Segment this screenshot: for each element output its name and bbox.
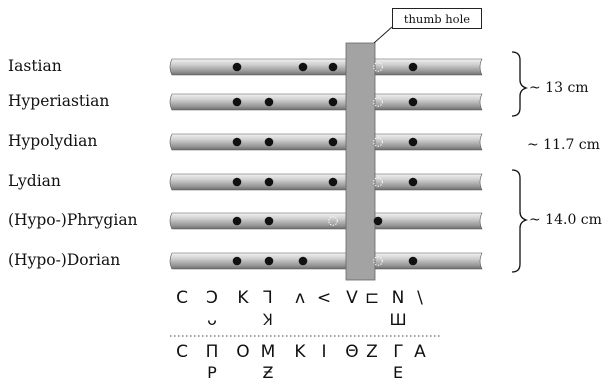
mode-label: Hyperiastian (8, 92, 110, 110)
closed-hole (408, 256, 418, 266)
pipe-2 (169, 93, 483, 111)
notation-glyph: K (294, 342, 306, 362)
closed-hole (328, 97, 338, 107)
thumb-hole-band (345, 42, 376, 281)
notation-glyph: O (236, 342, 250, 362)
notation-glyph: Z (366, 342, 378, 362)
closed-hole (232, 256, 242, 266)
closed-hole (232, 62, 242, 72)
closed-hole (264, 137, 274, 147)
pipe-1 (169, 58, 483, 76)
mode-label: (Hypo-)Phrygian (8, 211, 138, 229)
mode-label: Iastian (8, 57, 62, 75)
closed-hole (408, 62, 418, 72)
closed-hole (232, 216, 242, 226)
notation-glyph: ᴗ (207, 310, 217, 329)
notation-glyph: P (207, 363, 217, 382)
thumb-hole-label: thumb hole (392, 8, 482, 29)
open-hole (373, 62, 383, 72)
notation-glyph: \ (417, 288, 423, 308)
mode-label: Lydian (8, 172, 61, 190)
notation-glyph: Π (205, 342, 219, 362)
notation-glyph: ʌ (294, 288, 306, 308)
notation-glyph: M (260, 342, 276, 362)
notation-glyph: K (237, 288, 249, 308)
notation-glyph: V (346, 288, 358, 308)
closed-hole (264, 216, 274, 226)
closed-hole (328, 177, 338, 187)
notation-glyph: E (392, 363, 404, 382)
notation-glyph: Ͻ (206, 288, 218, 308)
notation-glyph: A (414, 342, 426, 362)
notation-glyph: Ƶ (262, 363, 274, 382)
closed-hole (408, 177, 418, 187)
bracket-label-lydian-dorian: ~ 14.0 cm (529, 212, 602, 228)
closed-hole (232, 177, 242, 187)
closed-hole (232, 137, 242, 147)
closed-hole (298, 62, 308, 72)
pipe-3 (169, 133, 483, 151)
pipe-5 (169, 212, 483, 230)
notation-glyph: Ш (389, 310, 407, 329)
mode-label: (Hypo-)Dorian (8, 251, 121, 269)
notation-glyph: C (176, 288, 188, 308)
pipe-6 (169, 252, 483, 270)
closed-hole (328, 62, 338, 72)
open-hole (373, 97, 383, 107)
open-hole (373, 137, 383, 147)
bracket-label-iastian-hyperiastian: ~ 13 cm (529, 80, 589, 96)
notation-glyph: Ʞ (263, 310, 273, 329)
notation-glyph: N (391, 288, 405, 308)
notation-glyph: I (321, 342, 327, 362)
notation-glyph: ⊏ (364, 288, 380, 308)
open-hole (373, 256, 383, 266)
open-hole (328, 216, 338, 226)
notation-glyph: C (176, 342, 188, 362)
closed-hole (408, 97, 418, 107)
notation-glyph: Γ (393, 342, 403, 362)
notation-glyph: Θ (345, 342, 359, 362)
notation-glyph: < (316, 288, 332, 308)
closed-hole (298, 256, 308, 266)
bracket-label-hypolydian: ~ 11.7 cm (527, 137, 600, 153)
closed-hole (264, 256, 274, 266)
closed-hole (408, 137, 418, 147)
closed-hole (264, 97, 274, 107)
closed-hole (232, 97, 242, 107)
thumb-label-connector (373, 26, 393, 44)
bracket-iastian-hyperiastian (511, 51, 529, 117)
closed-hole (373, 216, 383, 226)
closed-hole (264, 177, 274, 187)
closed-hole (328, 137, 338, 147)
open-hole (373, 177, 383, 187)
notation-glyph: Ꞁ (263, 288, 273, 308)
mode-label: Hypolydian (8, 132, 98, 150)
bracket-lydian-dorian (511, 169, 529, 273)
pipe-4 (169, 173, 483, 191)
